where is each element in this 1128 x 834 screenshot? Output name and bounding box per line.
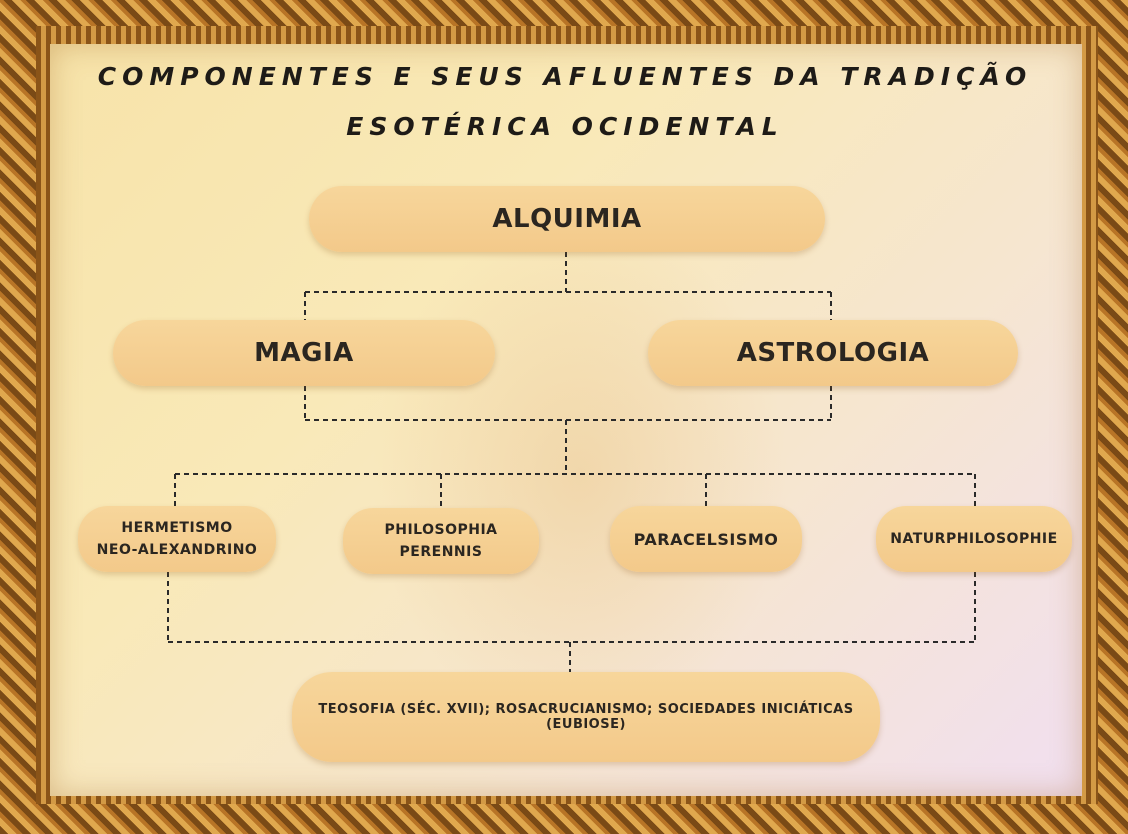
node-alquimia-label: ALQUIMIA bbox=[492, 204, 642, 234]
node-magia: MAGIA bbox=[113, 320, 495, 386]
node-astrologia: ASTROLOGIA bbox=[648, 320, 1018, 386]
node-naturphilosophie: NATURPHILOSOPHIE bbox=[876, 506, 1072, 572]
node-alquimia: ALQUIMIA bbox=[309, 186, 825, 252]
node-teosofia-label: TEOSOFIA (SÉC. XVII); ROSACRUCIANISMO; S… bbox=[318, 702, 854, 732]
node-philosophia-label: PHILOSOPHIA PERENNIS bbox=[384, 522, 498, 560]
node-philosophia: PHILOSOPHIA PERENNIS bbox=[343, 508, 539, 574]
node-hermetismo-label: HERMETISMO NEO-ALEXANDRINO bbox=[96, 520, 258, 558]
title-line-1: COMPONENTES E SEUS AFLUENTES DA TRADIÇÃO bbox=[97, 62, 1033, 91]
node-teosofia: TEOSOFIA (SÉC. XVII); ROSACRUCIANISMO; S… bbox=[292, 672, 880, 762]
node-paracelsismo-label: PARACELSISMO bbox=[633, 529, 779, 549]
node-paracelsismo: PARACELSISMO bbox=[610, 506, 802, 572]
title-line-2: ESOTÉRICA OCIDENTAL bbox=[346, 112, 784, 141]
diagram-canvas bbox=[50, 44, 1082, 796]
node-naturphilosophie-label: NATURPHILOSOPHIE bbox=[890, 531, 1058, 547]
node-magia-label: MAGIA bbox=[254, 338, 354, 368]
node-hermetismo: HERMETISMO NEO-ALEXANDRINO bbox=[78, 506, 276, 572]
node-astrologia-label: ASTROLOGIA bbox=[736, 338, 930, 368]
